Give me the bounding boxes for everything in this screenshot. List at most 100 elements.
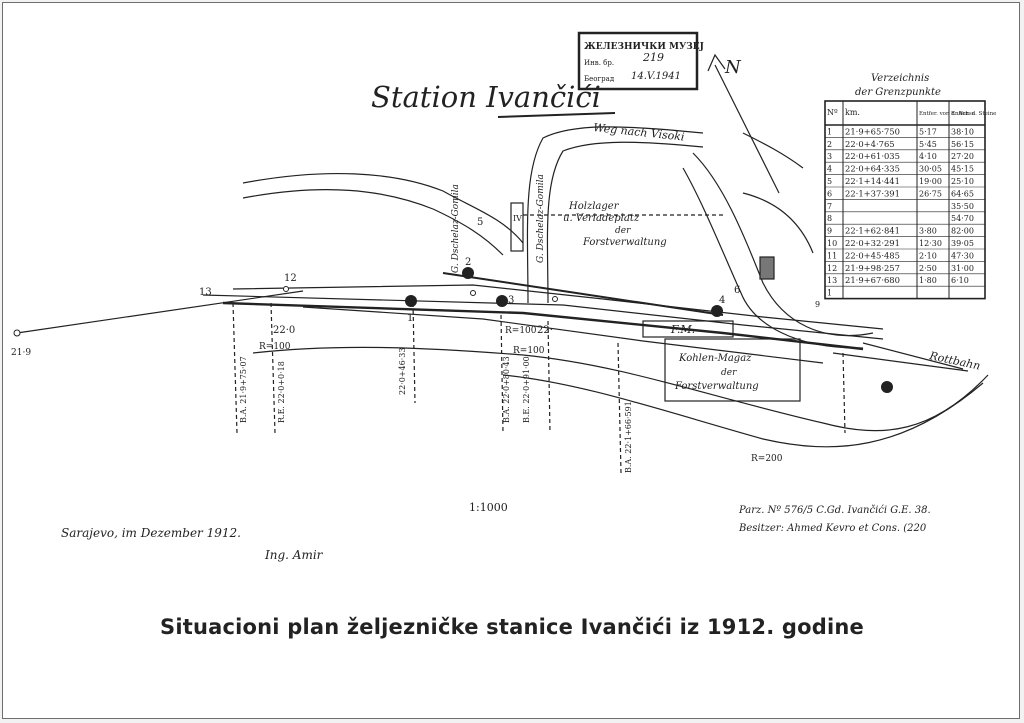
river-east [742, 132, 814, 254]
museum-stamp: ЖЕЛЕЗНИЧКИ МУЗЕЈ Инв. бр. 219 Београд 14… [577, 31, 704, 91]
road-label: Weg nach Visoki [593, 121, 685, 143]
parcel-line-2: Besitzer: Ahmed Kevro et Cons. (220 [738, 523, 927, 534]
table-cell: 1 [827, 127, 832, 136]
table-cell: 5·45 [919, 140, 937, 149]
table-cell: 27·20 [951, 152, 974, 161]
svg-text:Београд: Београд [584, 75, 615, 83]
point-label: 5 [477, 217, 483, 228]
ba2-label: B.A. 22·0+80·43 [502, 356, 511, 423]
table-cell: 22·1+14·441 [845, 176, 900, 186]
point-label: 2 [465, 257, 471, 268]
table-cell: 8 [827, 214, 832, 223]
track-4 [302, 306, 824, 364]
table-cell: 38·10 [951, 127, 974, 136]
table-cell: 21·9+65·750 [845, 126, 900, 136]
place-date: Sarajevo, im Dezember 1912. [61, 526, 241, 540]
signal-2 [462, 267, 474, 279]
table-cell: 13 [827, 276, 837, 285]
point-label: 6 [734, 285, 740, 296]
r100a-label: R=100 [259, 342, 291, 352]
svg-text:14.V.1941: 14.V.1941 [631, 71, 681, 82]
signal-5 [881, 381, 893, 393]
main-line-west [16, 290, 304, 334]
table-cell: 12 [827, 264, 837, 273]
forstverwaltung-label: Forstverwaltung [582, 237, 667, 248]
point-label: 3 [508, 295, 514, 306]
svg-text:Инв. бр.: Инв. бр. [584, 59, 614, 67]
point-label: 4 [719, 295, 725, 306]
magazin-label: Kohlen-Magaz [678, 353, 752, 364]
r100b-label: R=100 [505, 326, 537, 336]
table-header: km. [845, 108, 860, 117]
magazin-owner-label: Forstverwaltung [674, 381, 759, 392]
table-cell: 2·50 [919, 264, 937, 273]
table-cell: 22·0+61·035 [845, 151, 900, 161]
km-22-label: 22·0 [273, 325, 295, 336]
river-bank-north [242, 172, 524, 244]
signature: Ing. Amir [264, 548, 324, 562]
table-header: Entfer. d. Steine [951, 111, 996, 117]
table-cell: 82·00 [951, 227, 974, 236]
table-title-2: der Grenzpunkte [855, 87, 941, 98]
table-title-1: Verzeichnis [871, 73, 929, 84]
table-cell: 9 [827, 227, 832, 236]
table-cell: 54·70 [951, 214, 974, 223]
table-cell: 47·30 [951, 251, 974, 260]
building-small [759, 256, 775, 280]
table-cell: 12·30 [919, 239, 942, 248]
table-cell: 22·0+45·485 [845, 250, 900, 260]
km-pt1-label: 22·0+46·33 [398, 348, 407, 395]
road-curve2 [682, 167, 864, 349]
track-2 [222, 301, 864, 351]
be1-label: R.E. 22·0+0·18 [277, 361, 286, 423]
verladeplatz-label: u. Verladeplatz [563, 213, 640, 224]
table-cell: 22·0+64·335 [845, 164, 900, 174]
building-magazin [664, 338, 801, 402]
scale-label: 1:1000 [469, 501, 508, 514]
km-left-label: 21·9 [11, 348, 31, 358]
table-cell: 21·9+98·257 [845, 263, 900, 273]
table-cell: 25·10 [951, 177, 974, 186]
point-node [552, 296, 558, 302]
road-curve [692, 152, 874, 337]
der-label: der [615, 226, 631, 236]
table-header: Entfer. von d. Achse [919, 111, 975, 117]
table-cell: 19·00 [919, 177, 942, 186]
point-label: IV [513, 214, 522, 223]
track-5 [442, 272, 724, 316]
track-1 [202, 294, 884, 340]
table-cell: 22·1+37·391 [845, 188, 900, 198]
signal-4 [711, 305, 723, 317]
holzlager-label: Holzlager [568, 201, 620, 212]
svg-text:219: 219 [642, 51, 664, 64]
table-cell: 6 [827, 189, 832, 198]
road-north2 [546, 141, 704, 304]
road-north [526, 126, 704, 304]
ba1-label: B.A. 21·9+75·07 [239, 356, 248, 423]
track-east [832, 342, 969, 372]
river-bank-north2 [242, 189, 504, 256]
r100c-label: R=100 [513, 346, 545, 356]
table-cell: 21·9+67·680 [845, 275, 900, 285]
table-cell: 11 [827, 251, 837, 260]
point-label: 13 [199, 287, 212, 298]
signal-1 [405, 295, 417, 307]
table-cell: 2·10 [919, 251, 937, 260]
caption: Situacioni plan željezničke stanice Ivan… [160, 615, 864, 639]
track-3 [232, 284, 884, 330]
title-underline [497, 112, 616, 118]
point-node [470, 290, 476, 296]
table-cell: 39·05 [951, 239, 974, 248]
point-label: 1 [407, 313, 413, 324]
svg-text:ЖЕЛЕЗНИЧКИ МУЗЕЈ: ЖЕЛЕЗНИЧКИ МУЗЕЈ [584, 42, 704, 52]
table-cell: 31·00 [951, 264, 974, 273]
r200-label: R=200 [751, 454, 783, 464]
table-cell: 3·80 [919, 227, 937, 236]
magazin-der-label: der [721, 368, 737, 378]
km-22b-label: 22· [537, 325, 553, 336]
table-cell: 3 [827, 152, 832, 161]
table-cell: 4 [827, 165, 832, 174]
table-cell: 45·15 [951, 165, 974, 174]
signal-3 [496, 295, 508, 307]
